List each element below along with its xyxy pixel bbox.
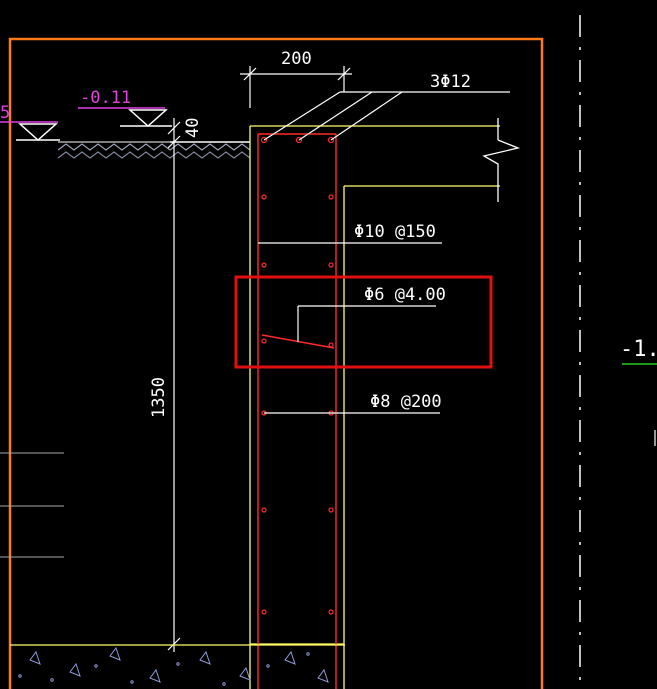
elevation-ground-label: -0.11	[80, 88, 131, 108]
dimension-width: 200	[240, 49, 352, 108]
svg-text:5: 5	[0, 103, 10, 123]
rebar-vertical-label: Φ8 @200	[370, 392, 442, 412]
dimension-width-label: 200	[281, 49, 312, 69]
leader-vertical: Φ8 @200	[264, 392, 442, 414]
ground-hatch	[57, 141, 251, 159]
leader-tie: Φ6 @4.00	[297, 285, 446, 342]
leader-stirrup: Φ10 @150	[258, 222, 442, 244]
foundation-hatch	[10, 644, 345, 686]
highlight-box[interactable]	[234, 275, 493, 369]
rebar-top-label: 3Φ12	[430, 72, 471, 92]
dimension-cover-label: 40	[183, 118, 203, 138]
dimension-height-label: 1350	[149, 377, 169, 418]
dimension-height: 1350 40	[149, 118, 250, 652]
rebar-cage	[257, 133, 337, 689]
drawing-frame	[8, 37, 544, 689]
wall-outline	[249, 118, 521, 689]
elevation-marker-left: 5	[0, 103, 60, 142]
elevation-marker-right: -1.6	[620, 337, 657, 365]
elevation-right-label: -1.6	[620, 337, 657, 362]
rebar-tie-label: Φ6 @4.00	[364, 285, 446, 305]
leader-top-rebar: 3Φ12	[263, 72, 510, 141]
rebar-stirrup-label: Φ10 @150	[354, 222, 436, 242]
left-level-lines	[0, 452, 64, 558]
elevation-marker-ground: -0.11	[78, 88, 172, 128]
